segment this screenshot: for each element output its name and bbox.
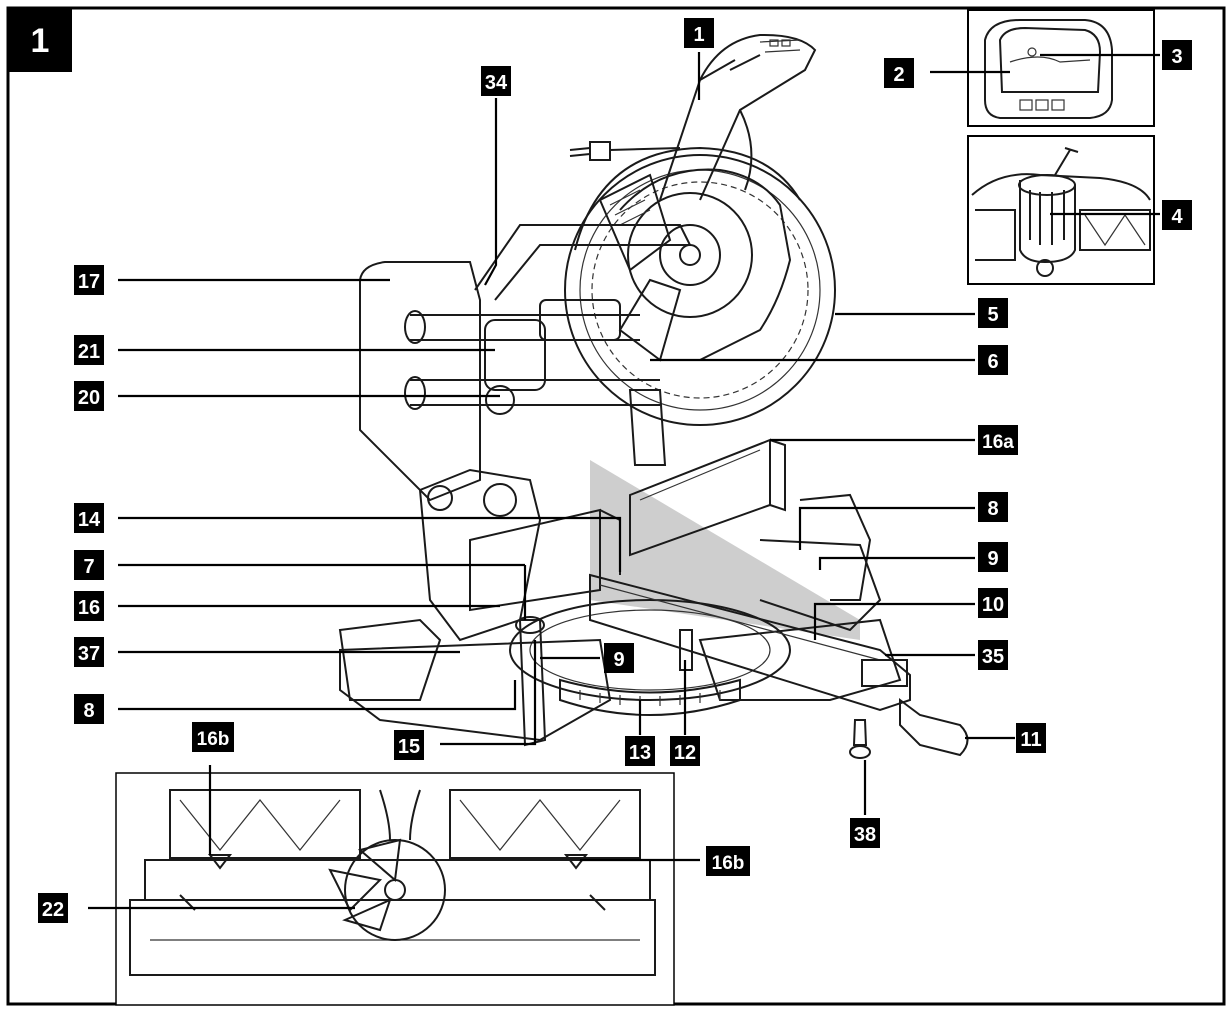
figure-number-tab: 1 (8, 8, 72, 72)
callout-20: 20 (74, 381, 104, 411)
callout-11: 11 (1016, 723, 1046, 753)
callout-9b-text: 9 (613, 649, 624, 671)
callout-10: 10 (978, 588, 1008, 618)
callout-13: 13 (625, 736, 655, 766)
leader-15 (440, 640, 537, 746)
callout-16: 16 (74, 591, 104, 621)
cutting-zone (590, 460, 860, 640)
callout-1: 1 (684, 18, 714, 48)
callout-17: 17 (74, 265, 104, 295)
callout-16a: 16a (978, 425, 1018, 455)
callout-16b-2: 16b (706, 846, 750, 876)
callout-6-text: 6 (987, 351, 998, 373)
callout-4: 4 (1162, 200, 1192, 230)
callout-20-text: 20 (78, 387, 100, 409)
callout-17-text: 17 (78, 271, 100, 293)
callout-8a: 8 (978, 492, 1008, 522)
callout-3: 3 (1162, 40, 1192, 70)
callout-34-text: 34 (485, 72, 508, 94)
callout-5: 5 (978, 298, 1008, 328)
callout-38-text: 38 (854, 824, 876, 846)
callout-1-text: 1 (693, 24, 704, 46)
leader-8b (118, 680, 517, 711)
callout-4-text: 4 (1171, 206, 1183, 228)
leader-9a (818, 556, 975, 570)
callout-labels: 1 2 3 4 5 6 7 8 8 9 9 10 11 12 13 14 15 … (38, 18, 1192, 923)
callout-16b-2-text: 16b (712, 853, 745, 874)
callout-11-text: 11 (1020, 729, 1041, 751)
callout-7: 7 (74, 550, 104, 580)
leader-14 (118, 516, 622, 572)
callout-5-text: 5 (987, 304, 998, 326)
inset-handle-detail (967, 9, 1155, 127)
callout-9a: 9 (978, 542, 1008, 572)
callout-37-text: 37 (78, 643, 100, 665)
callout-10-text: 10 (982, 594, 1004, 616)
leader-34 (484, 98, 498, 286)
callout-3-text: 3 (1171, 46, 1182, 68)
callout-22-text: 22 (42, 899, 64, 921)
callout-16b-1-text: 16b (197, 729, 230, 750)
leader-10 (813, 602, 975, 640)
callout-2: 2 (884, 58, 914, 88)
figure-number: 1 (31, 22, 50, 60)
callout-35-text: 35 (982, 646, 1004, 668)
callout-14: 14 (74, 503, 104, 533)
callout-16b-1: 16b (192, 722, 234, 752)
inset-rear-view (115, 772, 675, 1006)
callout-37: 37 (74, 637, 104, 667)
callout-6: 6 (978, 345, 1008, 375)
callout-21: 21 (74, 335, 104, 365)
callout-8b-text: 8 (83, 700, 94, 722)
callout-7-text: 7 (83, 556, 94, 578)
leader-lines (88, 52, 1160, 910)
leader-8a (798, 506, 975, 550)
callout-21-text: 21 (78, 341, 100, 363)
saw-main-illustration (338, 33, 969, 759)
inset-motor-detail (967, 135, 1155, 285)
callout-12: 12 (670, 736, 700, 766)
callout-14-text: 14 (78, 509, 101, 531)
callout-8a-text: 8 (987, 498, 998, 520)
callout-8b: 8 (74, 694, 104, 724)
callout-38: 38 (850, 818, 880, 848)
callout-12-text: 12 (674, 742, 696, 764)
callout-9b: 9 (604, 643, 634, 673)
callout-9a-text: 9 (987, 548, 998, 570)
callout-22: 22 (38, 893, 68, 923)
callout-15-text: 15 (398, 736, 420, 758)
callout-15: 15 (394, 730, 424, 760)
callout-2-text: 2 (893, 64, 904, 86)
callout-34: 34 (481, 66, 511, 96)
callout-16-text: 16 (78, 597, 100, 619)
callout-13-text: 13 (629, 742, 651, 764)
callout-35: 35 (978, 640, 1008, 670)
callout-16a-text: 16a (982, 432, 1014, 453)
